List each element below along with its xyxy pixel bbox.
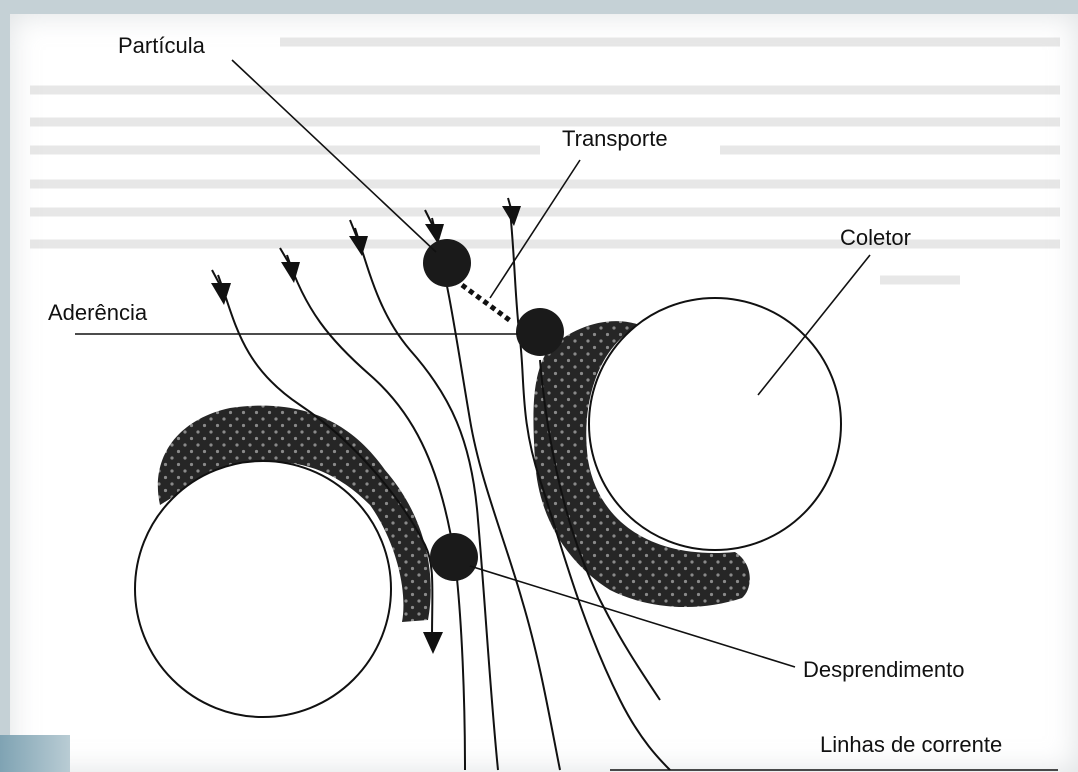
label-particula: Partícula (118, 33, 206, 58)
left-collector (135, 461, 391, 717)
label-aderencia: Aderência (48, 300, 148, 325)
label-desprendimento: Desprendimento (803, 657, 964, 682)
transport-path (462, 285, 512, 322)
label-transporte: Transporte (562, 126, 668, 151)
label-linhas-de-corrente: Linhas de corrente (820, 732, 1002, 757)
arrow-icon (423, 632, 443, 654)
label-coletor: Coletor (840, 225, 911, 250)
adhered-particle (516, 308, 564, 356)
right-collector (589, 298, 841, 550)
detached-particle (430, 533, 478, 581)
